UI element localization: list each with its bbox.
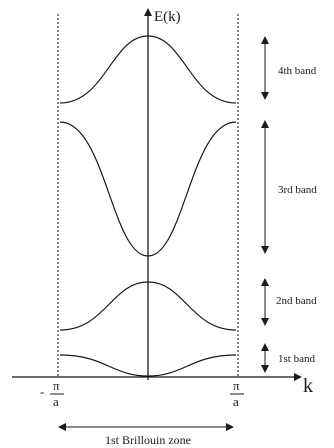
k-axis-label: k [303,375,313,397]
band-4-label: 4th band [278,65,317,77]
energy-axis-label: E(k) [154,9,181,25]
band-1-curve [59,354,237,377]
right-tick-numerator: π [233,378,240,393]
right-tick-label: π a [230,378,244,409]
left-tick-sign: - [40,384,44,399]
right-tick-denominator: a [233,394,239,409]
band-2-label: 2nd band [276,295,317,307]
band-4-curve [59,35,237,104]
brillouin-zone-label: 1st Brillouin zone [105,433,191,447]
band-1-label: 1st band [278,353,315,365]
left-tick-numerator: π [53,378,60,393]
left-tick-denominator: a [53,394,59,409]
left-tick-label: - π a [40,378,64,409]
band-3-label: 3rd band [278,184,317,196]
band-3-curve [59,121,237,257]
band-2-curve [59,281,237,331]
